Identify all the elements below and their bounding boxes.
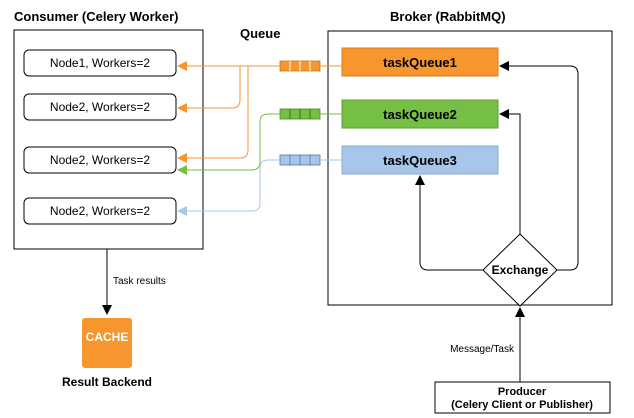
exchange-label: Exchange xyxy=(492,263,549,277)
consumer-node-label: Node2, Workers=2 xyxy=(50,100,150,114)
result-backend-label: Result Backend xyxy=(62,375,152,389)
exchange-to-queue3 xyxy=(415,175,483,271)
consumer-node-label: Node2, Workers=2 xyxy=(50,153,150,167)
orange-arrow-node2 xyxy=(177,66,241,113)
orange-arrow-node3 xyxy=(177,66,249,163)
cache-icon-text: CACHE xyxy=(86,330,129,344)
task-queue-2: taskQueue2 xyxy=(341,99,499,129)
green-arrow-node3 xyxy=(177,113,280,175)
producer-subtitle: (Celery Client or Publisher) xyxy=(451,399,593,411)
producer-box: Producer (Celery Client or Publisher) xyxy=(434,381,611,414)
consumer-node-2: Node2, Workers=2 xyxy=(23,93,177,121)
task-queue-1: taskQueue1 xyxy=(341,47,499,77)
consumer-node-label: Node1, Workers=2 xyxy=(50,56,150,70)
broker-title: Broker (RabbitMQ) xyxy=(390,9,506,24)
cache-icon: CACHE xyxy=(82,318,132,368)
task-queue-label: taskQueue3 xyxy=(383,153,457,168)
queue-title: Queue xyxy=(240,26,280,41)
consumer-node-1: Node1, Workers=2 xyxy=(23,49,177,77)
consumer-node-label: Node2, Workers=2 xyxy=(50,204,150,218)
task-queue-label: taskQueue2 xyxy=(383,107,457,122)
exchange-diamond: Exchange xyxy=(482,233,558,307)
exchange-to-queue1 xyxy=(499,61,579,271)
exchange-to-queue2 xyxy=(499,109,521,234)
consumer-node-3: Node2, Workers=2 xyxy=(23,146,177,174)
task-results-label: Task results xyxy=(113,276,166,287)
task-queue-3: taskQueue3 xyxy=(341,145,499,175)
consumer-node-4: Node2, Workers=2 xyxy=(23,197,177,225)
task-queue-label: taskQueue1 xyxy=(383,55,457,70)
queue-icon-blue xyxy=(279,154,321,166)
blue-arrow-node4 xyxy=(177,159,280,216)
message-task-label: Message/Task xyxy=(450,344,515,355)
consumer-title: Consumer (Celery Worker) xyxy=(14,9,178,24)
queue-icon-orange xyxy=(279,60,321,72)
producer-title: Producer xyxy=(498,386,547,398)
queue-icon-green xyxy=(279,108,321,120)
